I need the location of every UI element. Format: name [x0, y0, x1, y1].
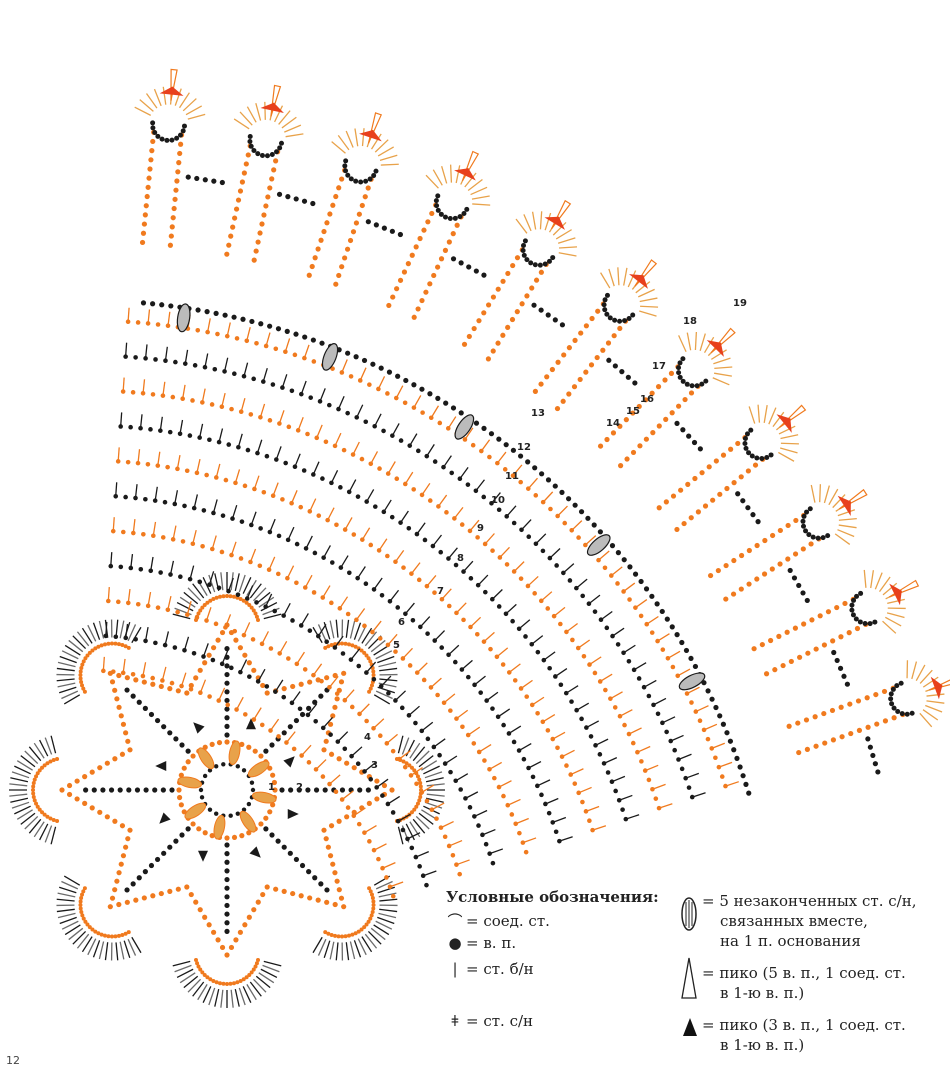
row-number: 7 — [437, 586, 444, 597]
legend-picot5-line-2: в 1-ю в. п.) — [720, 984, 805, 1002]
row-number: 11 — [505, 471, 519, 482]
legend-title: Условные обозначения: — [446, 888, 659, 906]
fan-section — [101, 300, 752, 899]
legend-picot3-line-1: = пико (3 в. п., 1 соед. ст. — [702, 1016, 906, 1034]
picot-3-icon — [683, 1018, 697, 1036]
row-number: 1 — [268, 782, 275, 793]
row-number: 14 — [606, 418, 620, 429]
legend: Условные обозначения: ⌒= соед. ст. ●= в.… — [440, 888, 945, 1063]
row-number: 18 — [683, 316, 697, 327]
row-number: 19 — [733, 298, 747, 309]
slip-stitch-icon: ⌒ — [447, 912, 463, 930]
legend-cluster-line-2: связанных вместе, — [720, 912, 868, 930]
row-number: 4 — [364, 732, 371, 743]
scalloped-border — [134, 68, 950, 775]
legend-picot5-line-1: = пико (5 в. п., 1 соед. ст. — [702, 964, 906, 982]
single-crochet-icon: | — [452, 960, 458, 978]
row-number: 3 — [371, 760, 378, 771]
row-number: 8 — [457, 553, 464, 564]
row-number: 17 — [652, 361, 666, 372]
legend-cluster-line-3: на 1 п. основания — [720, 932, 861, 950]
legend-item-double-crochet: ǂ= ст. с/н — [446, 1012, 533, 1030]
row-number: 13 — [531, 408, 545, 419]
row-number: 15 — [626, 406, 640, 417]
cluster-icon — [681, 897, 697, 931]
row-number: 12 — [517, 442, 531, 453]
chain-dot-icon: ● — [448, 934, 462, 952]
row-number: 2 — [296, 782, 303, 793]
double-crochet-icon: ǂ — [451, 1012, 459, 1030]
legend-cluster-line-1: = 5 незаконченных ст. с/н, — [702, 892, 917, 910]
legend-picot3-line-2: в 1-ю в. п.) — [720, 1036, 805, 1054]
legend-item-slip-stitch: ⌒= соед. ст. — [447, 912, 550, 930]
row-numbers: 1 2 3 4 5 6 7 8 9 10 11 12 13 14 15 16 1… — [268, 298, 747, 793]
legend-item-chain: ●= в. п. — [446, 934, 516, 952]
row-number: 6 — [398, 617, 405, 628]
row-number: 9 — [477, 523, 484, 534]
legend-item-single-crochet: |= ст. б/н — [446, 960, 533, 978]
page-number: 12 — [6, 1054, 20, 1067]
picot-5-icon — [681, 957, 697, 999]
row-number: 10 — [491, 495, 505, 506]
row-number: 16 — [640, 394, 654, 405]
row-number: 5 — [393, 640, 400, 651]
